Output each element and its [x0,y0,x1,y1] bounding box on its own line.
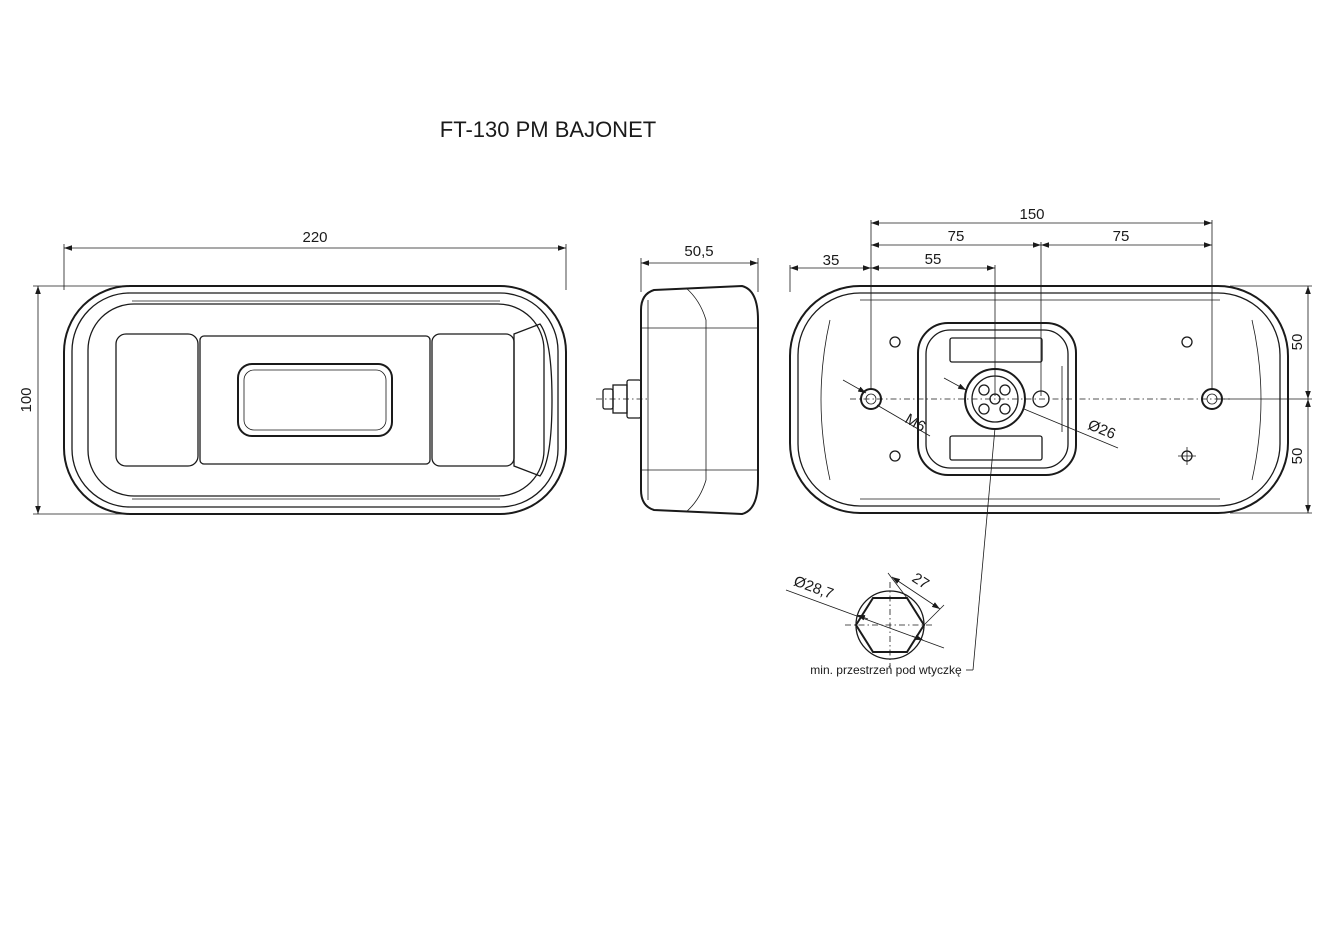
front-height-label: 100 [18,387,35,412]
rear-socket-arrow-in [943,377,967,391]
rear-upper-slot [949,337,1043,363]
front-right-led-cluster [431,333,515,467]
rear-socket-pin-3 [978,403,990,415]
rear-socket-leader [1023,408,1119,449]
side-body-seam [685,287,707,513]
side-housing [640,284,759,516]
side-depth-label: 50,5 [684,243,713,260]
rear-screw-top-left [889,336,901,348]
front-housing-inner [71,292,559,508]
rear-upper-half-label: 50 [1289,334,1306,351]
front-lamp-window [237,363,393,437]
side-view: 50,5 [596,243,759,516]
rear-socket-pin-4 [999,403,1011,415]
rear-offset-left-label: 35 [823,252,840,269]
rear-left-contour [820,319,831,481]
rear-screw-bottom-left [889,450,901,462]
rear-view: 150 75 75 35 55 50 50 [789,206,1312,671]
rear-half-right-label: 75 [1113,228,1130,245]
drawing-title: FT-130 PM BAJONET [440,117,656,142]
plug-hex-label: 27 [909,570,932,593]
rear-housing-inner [797,292,1281,507]
front-lamp-fins [243,369,387,431]
rear-housing-outer [789,285,1289,514]
plug-hex-dimension [891,576,941,610]
rear-m6-label: M6 [902,411,929,436]
front-lens-rim [87,303,545,497]
rear-screw-top-right [1181,336,1193,348]
plug-diameter-arrow-b [911,634,924,641]
rear-socket-pin-2 [999,384,1011,396]
rear-socket-pin-1 [978,384,990,396]
front-housing-outer [63,285,567,515]
rear-socket-diameter-label: Ø26 [1085,417,1118,443]
plug-hex-ext-b [923,604,945,626]
front-corner-lens [513,323,553,477]
plug-diameter-arrow-a [856,614,869,621]
front-view: 220 100 [18,229,567,515]
plug-diameter-label: Ø28,7 [791,573,835,603]
rear-lower-half-label: 50 [1289,448,1306,465]
rear-m6-leader [876,404,931,437]
rear-socket-offset-label: 55 [925,251,942,268]
rear-half-left-label: 75 [948,228,965,245]
rear-m6-arrow-in [842,379,867,394]
rear-lower-slot [949,435,1043,461]
front-width-label: 220 [302,229,327,246]
rear-detail-leader [972,427,996,671]
front-left-led-cluster [115,333,199,467]
plug-space-note: min. przestrzeń pod wtyczkę [810,663,962,677]
rear-span-label: 150 [1019,206,1044,223]
rear-socket-panel-outer [917,322,1077,476]
plug-detail: Ø28,7 27 min. przestrzeń pod wtyczkę [785,570,962,677]
rear-right-contour [1251,319,1262,481]
front-reflector [199,335,431,465]
